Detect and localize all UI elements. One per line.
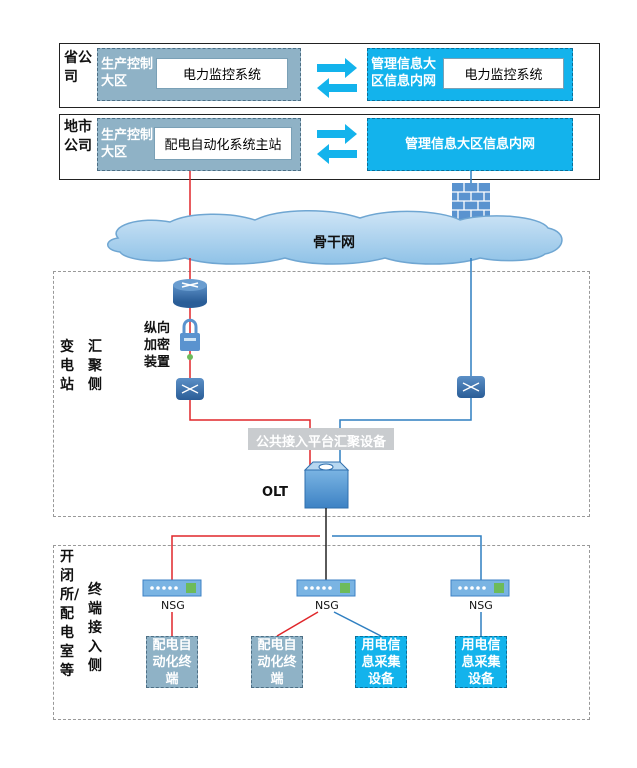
terminal-zone xyxy=(53,545,590,720)
terminal-metering-collector-1: 用电信息采集设备 xyxy=(355,636,407,688)
mis-distribution-link xyxy=(332,535,482,580)
production-distribution-link xyxy=(171,535,320,580)
substation-switch-right-icon xyxy=(457,376,485,398)
firewall-icon xyxy=(452,183,490,220)
nsg-right-icon xyxy=(450,579,510,597)
terminal-3-label: 用电信息采集设备 xyxy=(361,637,401,687)
substation-zone xyxy=(53,271,590,517)
city-production-zone-label: 生产控制大区 xyxy=(101,128,154,160)
nsg-left-icon xyxy=(142,579,202,597)
terminal-side-label: 开闭所/配电室等 xyxy=(60,549,80,679)
terminal-distribution-automation-1: 配电自动化终端 xyxy=(146,636,198,688)
aggregation-side-label: 汇聚侧 xyxy=(88,339,102,393)
province-label: 省公司 xyxy=(64,50,92,85)
province-mis-zone: 管理信息大区信息内网 电力监控系统 xyxy=(367,48,573,101)
nsg-middle-icon xyxy=(296,579,356,597)
province-production-zone: 生产控制大区 电力监控系统 xyxy=(97,48,301,101)
terminal-1-label: 配电自动化终端 xyxy=(152,637,192,687)
province-production-zone-label: 生产控制大区 xyxy=(101,57,154,89)
substation-switch-left-icon xyxy=(176,378,204,400)
encryption-lock-icon xyxy=(180,318,200,360)
platform-label: 公共接入平台汇聚设备 xyxy=(255,435,386,450)
olt-icon xyxy=(303,461,350,509)
terminal-distribution-automation-2: 配电自动化终端 xyxy=(251,636,303,688)
encryption-device-label: 纵向加密装置 xyxy=(144,321,171,370)
nsg-middle-to-terminal-2 xyxy=(276,611,319,637)
nsg-left-label: NSG xyxy=(161,599,185,612)
city-production-system: 配电自动化系统主站 xyxy=(154,127,292,160)
access-side-label: 终端接入侧 xyxy=(88,582,102,674)
province-mis-system: 电力监控系统 xyxy=(443,58,564,89)
city-mis-zone: 管理信息大区信息内网 xyxy=(367,118,573,171)
city-exchange-arrows xyxy=(317,124,357,164)
province-production-system: 电力监控系统 xyxy=(156,58,288,89)
platform-box xyxy=(248,428,394,450)
terminal-4-label: 用电信息采集设备 xyxy=(461,637,501,687)
nsg-right-label: NSG xyxy=(469,599,493,612)
city-label: 地市公司 xyxy=(64,119,92,154)
city-mis-zone-label: 管理信息大区信息内网 xyxy=(404,137,535,152)
substation-side-label: 变电站 xyxy=(60,339,74,393)
nsg-middle-to-terminal-3 xyxy=(333,611,382,637)
terminal-2-label: 配电自动化终端 xyxy=(257,637,297,687)
province-exchange-arrows xyxy=(317,58,357,98)
router-icon xyxy=(173,279,207,308)
backbone-cloud-icon xyxy=(107,209,563,265)
nsg-middle-label: NSG xyxy=(315,599,339,612)
terminal-metering-collector-2: 用电信息采集设备 xyxy=(455,636,507,688)
city-production-zone: 生产控制大区 配电自动化系统主站 xyxy=(97,118,301,171)
olt-label: OLT xyxy=(262,485,289,500)
province-mis-zone-label: 管理信息大区信息内网 xyxy=(371,57,437,89)
backbone-label: 骨干网 xyxy=(313,235,355,251)
